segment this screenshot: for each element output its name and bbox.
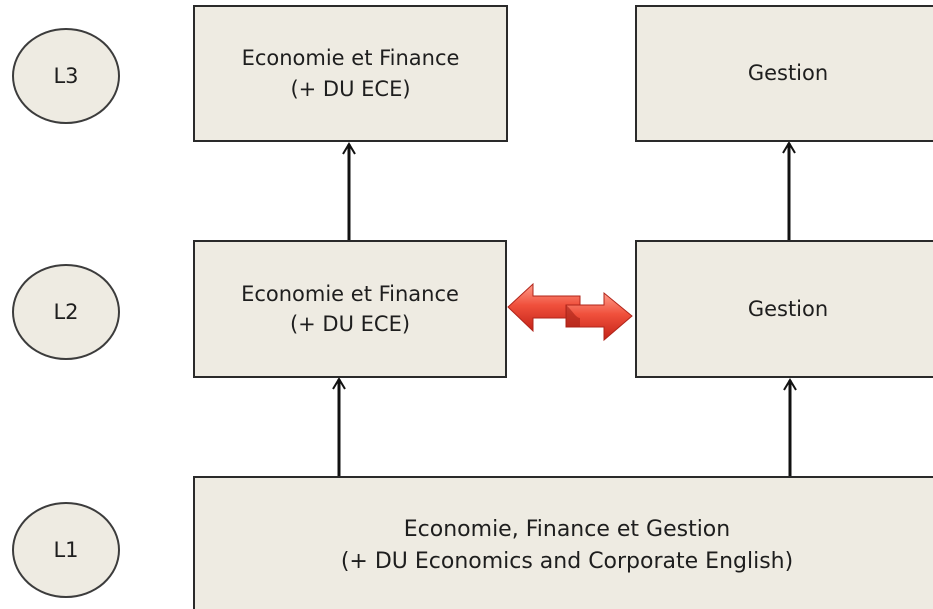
l2-gestion-box: Gestion (635, 240, 933, 378)
level-l3-label: L3 (53, 64, 79, 88)
swap-arrow-icon (507, 282, 633, 342)
arrow-l1-to-l2-eco (332, 377, 346, 476)
l3-economie-finance-subtitle: (+ DU ECE) (290, 76, 411, 101)
l3-gestion-box: Gestion (635, 5, 933, 142)
l3-gestion-title: Gestion (747, 61, 829, 86)
level-l2-label: L2 (53, 300, 79, 324)
arrow-l1-to-l2-gestion (783, 378, 797, 476)
l2-economie-finance-box: Economie et Finance (+ DU ECE) (193, 240, 507, 378)
l1-economie-finance-gestion-box: Economie, Finance et Gestion (+ DU Econo… (193, 476, 933, 609)
level-l1-label: L1 (53, 538, 79, 562)
l3-economie-finance-title: Economie et Finance (241, 46, 460, 71)
arrow-l2-eco-to-l3-eco (342, 142, 356, 240)
l1-title: Economie, Finance et Gestion (403, 517, 731, 543)
l3-economie-finance-box: Economie et Finance (+ DU ECE) (193, 5, 508, 142)
l2-gestion-title: Gestion (747, 296, 829, 321)
level-l1-circle: L1 (12, 502, 120, 598)
level-l3-circle: L3 (12, 28, 120, 124)
l1-subtitle: (+ DU Economics and Corporate English) (340, 549, 794, 574)
level-l2-circle: L2 (12, 264, 120, 360)
l2-economie-finance-subtitle: (+ DU ECE) (289, 312, 411, 336)
l2-economie-finance-title: Economie et Finance (241, 281, 459, 306)
arrow-l2-gestion-to-l3-gestion (782, 141, 796, 240)
